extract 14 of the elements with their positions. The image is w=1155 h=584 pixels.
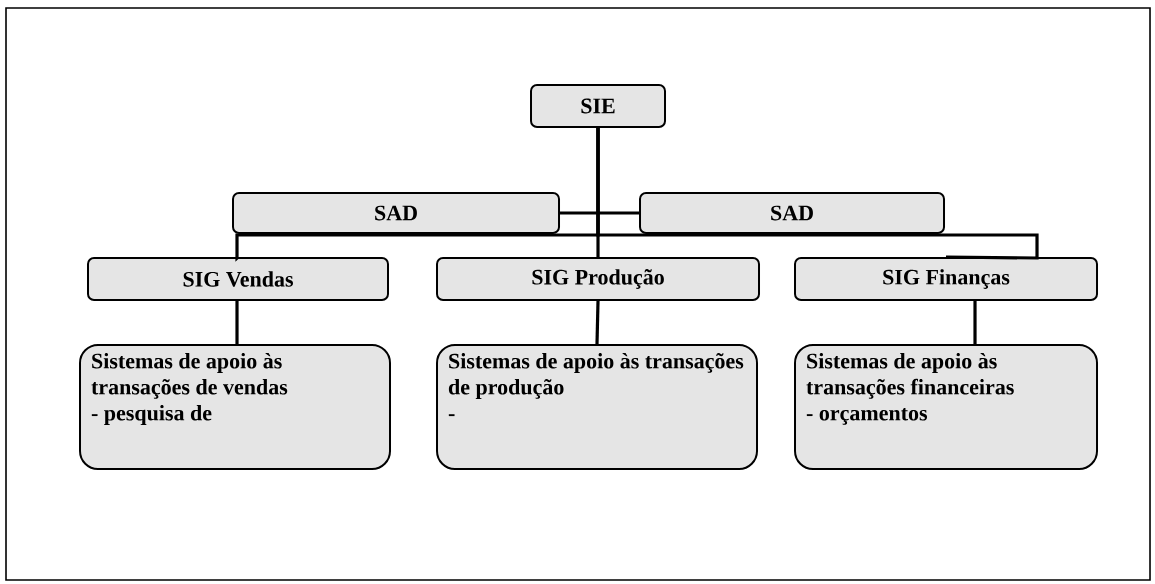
connector-line	[596, 128, 1039, 260]
connector-line	[235, 301, 239, 344]
connector-line	[595, 300, 600, 345]
box: SIG Vendas	[87, 257, 389, 301]
box: SAD	[639, 192, 945, 234]
box: SAD	[232, 192, 560, 234]
box: SIE	[530, 84, 666, 128]
text-box: Sistemas de apoio às transações de vendas - pesquisa de	[79, 344, 391, 470]
box: SIG Produção	[436, 257, 760, 301]
connector-line	[973, 301, 977, 344]
connector-line	[560, 211, 639, 215]
text-box: Sistemas de apoio às transações financeiras - orçamentos	[794, 344, 1098, 470]
box: SIG Finanças	[794, 257, 1098, 301]
text-box: Sistemas de apoio às transações de produção -	[436, 344, 758, 470]
